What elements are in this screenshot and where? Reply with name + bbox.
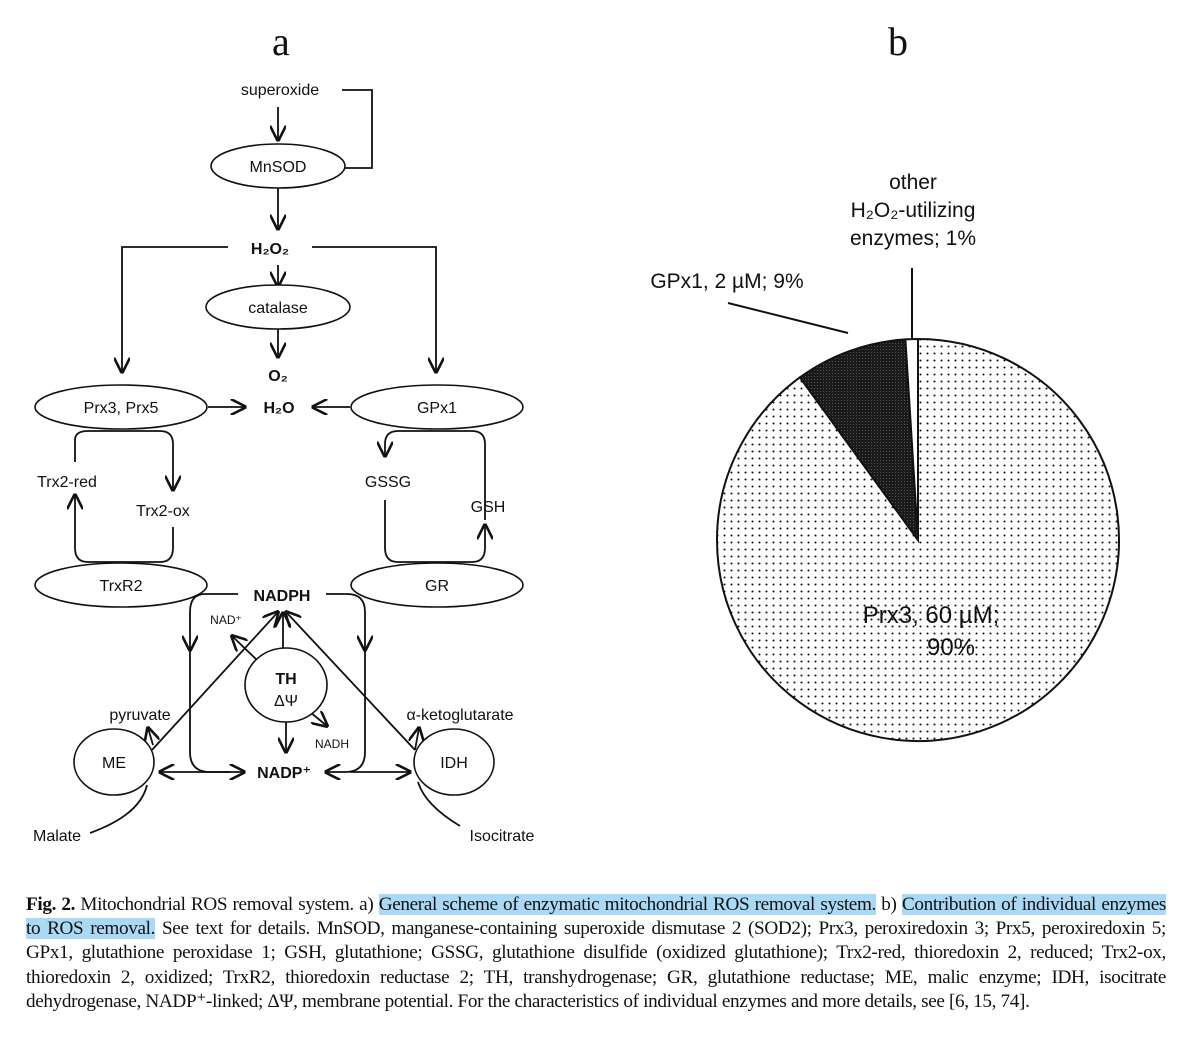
label-trx2-red: Trx2-red [37, 474, 97, 491]
label-nadp-plus: NADP⁺ [257, 765, 311, 782]
arrow-h2o2-gpx1 [312, 246, 436, 372]
leader-line-gpx1 [727, 302, 849, 334]
label-prx3-line1: Prx3, 60 µM; [863, 602, 1000, 629]
label-trx2-ox: Trx2-ox [136, 503, 190, 520]
arrow-idh-nadph [286, 612, 416, 751]
node-th [244, 647, 328, 723]
label-malate: Malate [33, 828, 81, 845]
arrow-th-nad [232, 636, 258, 661]
label-h2o2: H₂O₂ [251, 241, 289, 258]
label-th: TH [275, 671, 296, 688]
panel-b-label: b [888, 19, 908, 64]
curve-malate [89, 784, 148, 834]
arrow-nadph-left [190, 593, 238, 650]
node-me [73, 728, 155, 796]
caption-part1: Mitochondrial ROS removal system. a) [75, 894, 379, 915]
pie-slice-gpx1 [798, 338, 920, 544]
figure-caption: Fig. 2. Mitochondrial ROS removal system… [26, 893, 1166, 1014]
label-gr: GR [425, 578, 449, 595]
label-gpx1: GPx1 [417, 400, 457, 417]
enzyme-contribution-pie: other H₂O₂-utilizing enzymes; 1% GPx1, 2… [650, 171, 1120, 742]
label-other-line3: enzymes; 1% [850, 227, 976, 250]
label-gpx1-slice: GPx1, 2 µM; 9% [650, 270, 803, 293]
caption-part3: See text for details. MnSOD, manganese-c… [26, 918, 1166, 1012]
caption-fig-label: Fig. 2. [26, 894, 76, 915]
label-nadh: NADH [315, 737, 349, 751]
label-nad-plus: NAD⁺ [210, 613, 242, 627]
bracket-mnsod [320, 89, 373, 169]
label-gsh: GSH [471, 499, 506, 516]
label-catalase: catalase [248, 300, 308, 317]
label-gssg: GSSG [365, 474, 411, 491]
node-gpx1 [350, 384, 524, 430]
node-trxr2 [34, 562, 208, 608]
node-prx [34, 384, 208, 430]
arrow-me-nadph [151, 612, 278, 751]
label-h2o: H₂O [263, 400, 294, 417]
label-pyruvate: pyruvate [109, 707, 170, 724]
node-idh [413, 728, 495, 796]
node-gr [350, 562, 524, 608]
label-me: ME [102, 755, 126, 772]
label-isocitrate: Isocitrate [470, 828, 535, 845]
arrow-to-gssg [385, 430, 486, 520]
caption-highlight-a: General scheme of enzymatic mitochondria… [378, 894, 876, 915]
arrow-h2o2-prx [122, 246, 228, 372]
label-trxr2: TrxR2 [100, 578, 143, 595]
label-prx: Prx3, Prx5 [84, 400, 159, 417]
arrow-to-gsh [384, 500, 485, 563]
arrow-idh-akg [415, 728, 419, 751]
arrow-nadph-right [326, 593, 365, 650]
node-mnsod [210, 143, 346, 189]
arrow-loop-nadp-right [326, 650, 366, 772]
label-idh: IDH [440, 755, 468, 772]
label-o2: O₂ [268, 368, 288, 385]
arrow-to-trx2-ox [74, 430, 173, 490]
label-delta-psi: ΔΨ [274, 693, 298, 710]
label-other-line2: H₂O₂-utilizing [851, 199, 976, 222]
arrow-me-pyruvate [148, 728, 153, 746]
label-prx3-line2: 90% [927, 634, 975, 661]
label-superoxide: superoxide [241, 82, 319, 99]
label-alpha-ketoglutarate: α-ketoglutarate [406, 707, 513, 724]
node-catalase [205, 284, 351, 330]
label-mnsod: MnSOD [250, 159, 307, 176]
label-other-line1: other [889, 171, 937, 194]
ros-removal-scheme: superoxide MnSOD H₂O₂ catalase O₂ H₂O Pr… [33, 82, 535, 845]
panel-a-label: a [272, 19, 290, 64]
arrow-th-nadh [309, 712, 327, 726]
curve-isocitrate [417, 781, 461, 827]
label-nadph: NADPH [254, 588, 311, 605]
caption-part2: b) [876, 894, 902, 915]
arrow-to-trx2-red [75, 495, 174, 563]
